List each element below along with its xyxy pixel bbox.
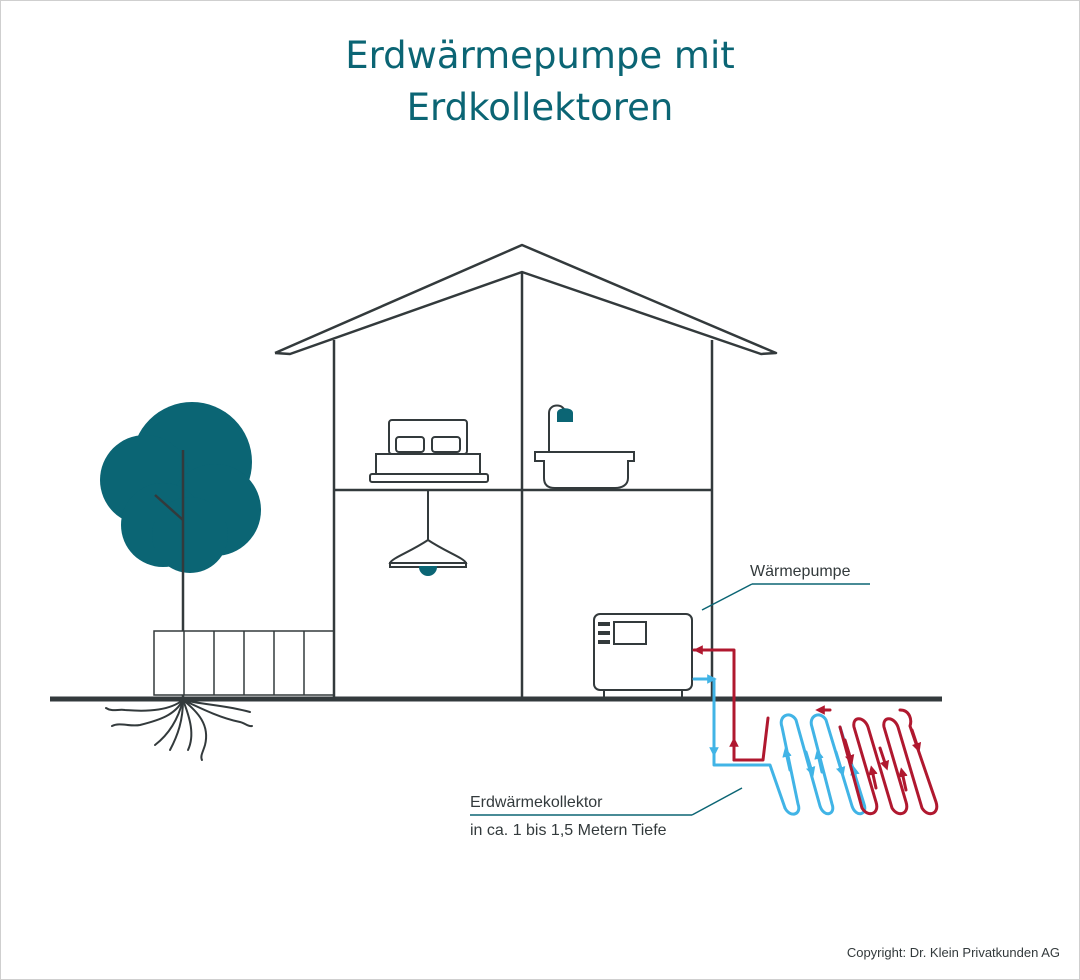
heat-pump-unit <box>593 613 693 697</box>
collector-leader <box>470 787 743 816</box>
heat-pump-leader <box>701 583 870 611</box>
bathtub-icon <box>534 404 635 489</box>
title-line-1: Erdwärmepumpe mit <box>345 34 735 77</box>
cold-pipe <box>692 674 867 816</box>
collector-label: Erdwärmekollektor <box>470 794 603 811</box>
copyright-text: Copyright: Dr. Klein Privatkunden AG <box>846 945 1060 960</box>
tree-roots <box>105 699 253 761</box>
warm-pipe <box>692 645 939 816</box>
lamp-icon <box>388 491 468 576</box>
roof-outer <box>274 243 778 356</box>
collector-depth-label: in ca. 1 bis 1,5 Metern Tiefe <box>470 822 667 839</box>
title-line-2: Erdkollektoren <box>406 86 674 129</box>
tree <box>100 402 261 761</box>
heat-pump-label: Wärmepumpe <box>750 563 851 580</box>
house <box>274 243 778 700</box>
diagram-title: Erdwärmepumpe mit Erdkollektoren <box>0 30 1080 134</box>
fence <box>153 630 335 696</box>
bed-icon <box>369 419 489 483</box>
tree-crown <box>100 402 261 573</box>
